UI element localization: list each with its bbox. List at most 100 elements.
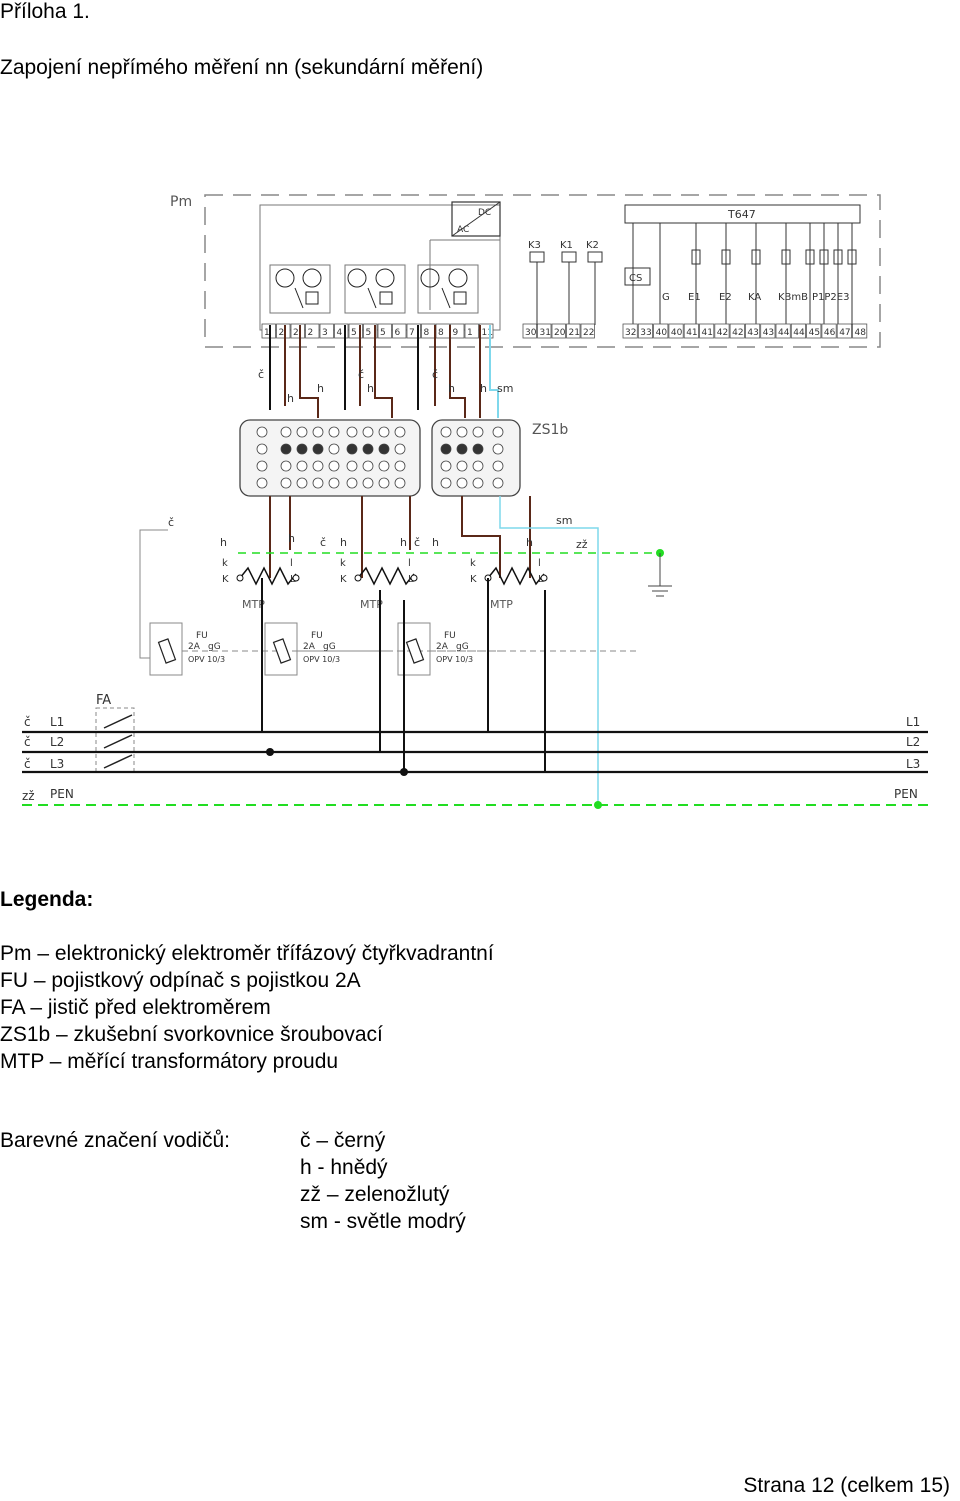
screw [492,477,504,489]
terminal-number: 43 [747,328,758,338]
screw [346,477,358,489]
svg-text:č: č [258,368,264,381]
terminal-number: 48 [855,328,867,338]
svg-text:K: K [222,574,229,585]
terminal-number: 31 [540,328,551,338]
meter-label: Pm [170,194,192,210]
ct-label: MTP [360,598,383,611]
svg-text:gG: gG [323,642,336,652]
terminal-cell [699,323,715,339]
svg-text:OPV 10/3: OPV 10/3 [188,655,225,664]
terminal-cell [522,323,537,339]
terminal-cell [775,323,791,339]
screw [492,460,504,472]
t647-module [624,204,861,224]
relay-label: K3 [528,240,541,251]
output-labels: G E1 E2 KA KBmB P1P2E3 [662,292,849,303]
terminal-number: 11 [482,328,493,338]
terminal-number: 30 [525,328,537,338]
terminal-cell [637,323,653,339]
color-item: č – černý [300,1129,386,1152]
screw [256,426,268,438]
screw [472,443,484,455]
svg-text:2A: 2A [303,642,316,652]
svg-text:K: K [340,574,347,585]
screw [456,477,468,489]
screw [362,460,374,472]
screw [312,443,324,455]
ac-label: AC [457,225,469,235]
cs-box [624,267,651,286]
svg-text:E1: E1 [688,292,701,303]
ct-label: MTP [490,598,513,611]
screw [394,460,406,472]
screw [440,443,452,455]
terminal-cell [363,323,378,339]
terminal-number: 5 [351,328,357,338]
color-item: zž – zelenožlutý [300,1183,450,1206]
wire-labels: č h h č h č h h sm [258,368,513,405]
terminal-number: 2 [308,328,314,338]
svg-text:č: č [24,757,31,771]
terminal-number: 42 [717,328,728,338]
terminal-cell [653,323,669,339]
terminal-number: 22 [583,328,594,338]
svg-text:č: č [414,536,420,549]
meter-internal [259,204,501,331]
svg-text:l: l [408,558,411,569]
screw [296,477,308,489]
color-coding-title: Barevné značení vodičů: [0,1129,230,1152]
attachment-label: Příloha 1. [0,0,90,23]
svg-text:č: č [432,368,438,381]
line-labels-left: č L1 č L2 č L3 zž PEN [22,715,74,803]
terminal-number: 8 [438,328,444,338]
terminal-cell [464,323,479,339]
terminal-cell [790,323,806,339]
terminal-cell [821,323,837,339]
screw [362,426,374,438]
terminal-number: 41 [686,328,697,338]
svg-text:G: G [662,292,670,303]
screw [440,426,452,438]
screw [328,460,340,472]
terminal-number: 44 [793,328,805,338]
svg-text:L3: L3 [906,757,920,771]
screw [312,460,324,472]
terminal-number: 43 [763,328,774,338]
svg-text:FU: FU [444,631,456,641]
svg-text:č: č [168,516,174,529]
terminal-number: 41 [702,328,713,338]
svg-text:sm: sm [497,382,513,395]
terminal-cell [580,323,595,339]
svg-text:l: l [290,558,293,569]
page-title: Zapojení nepřímého měření nn (sekundární… [0,56,484,79]
terminal-cell [729,323,745,339]
terminal-cell [852,323,868,339]
screw [256,460,268,472]
terminal-cell [276,323,291,339]
terminal-number: 3 [322,328,328,338]
terminal-cell [806,323,822,339]
screw [280,460,292,472]
svg-text:č: č [24,715,31,729]
svg-text:L: L [408,574,414,585]
terminal-number: 21 [569,328,580,338]
svg-text:h: h [220,536,227,549]
svg-text:h: h [448,382,455,395]
svg-text:L2: L2 [906,735,920,749]
screw [296,443,308,455]
screw [394,426,406,438]
terminal-number: 20 [554,328,566,338]
terminal-number: 1 [264,328,270,338]
svg-text:č: č [320,536,326,549]
terminal-cell [683,323,699,339]
terminal-number: 32 [625,328,636,338]
color-item: sm - světle modrý [300,1210,466,1233]
relay-label: K2 [586,240,599,251]
terminal-number: 6 [395,328,401,338]
terminal-cell [668,323,684,339]
screw [472,460,484,472]
